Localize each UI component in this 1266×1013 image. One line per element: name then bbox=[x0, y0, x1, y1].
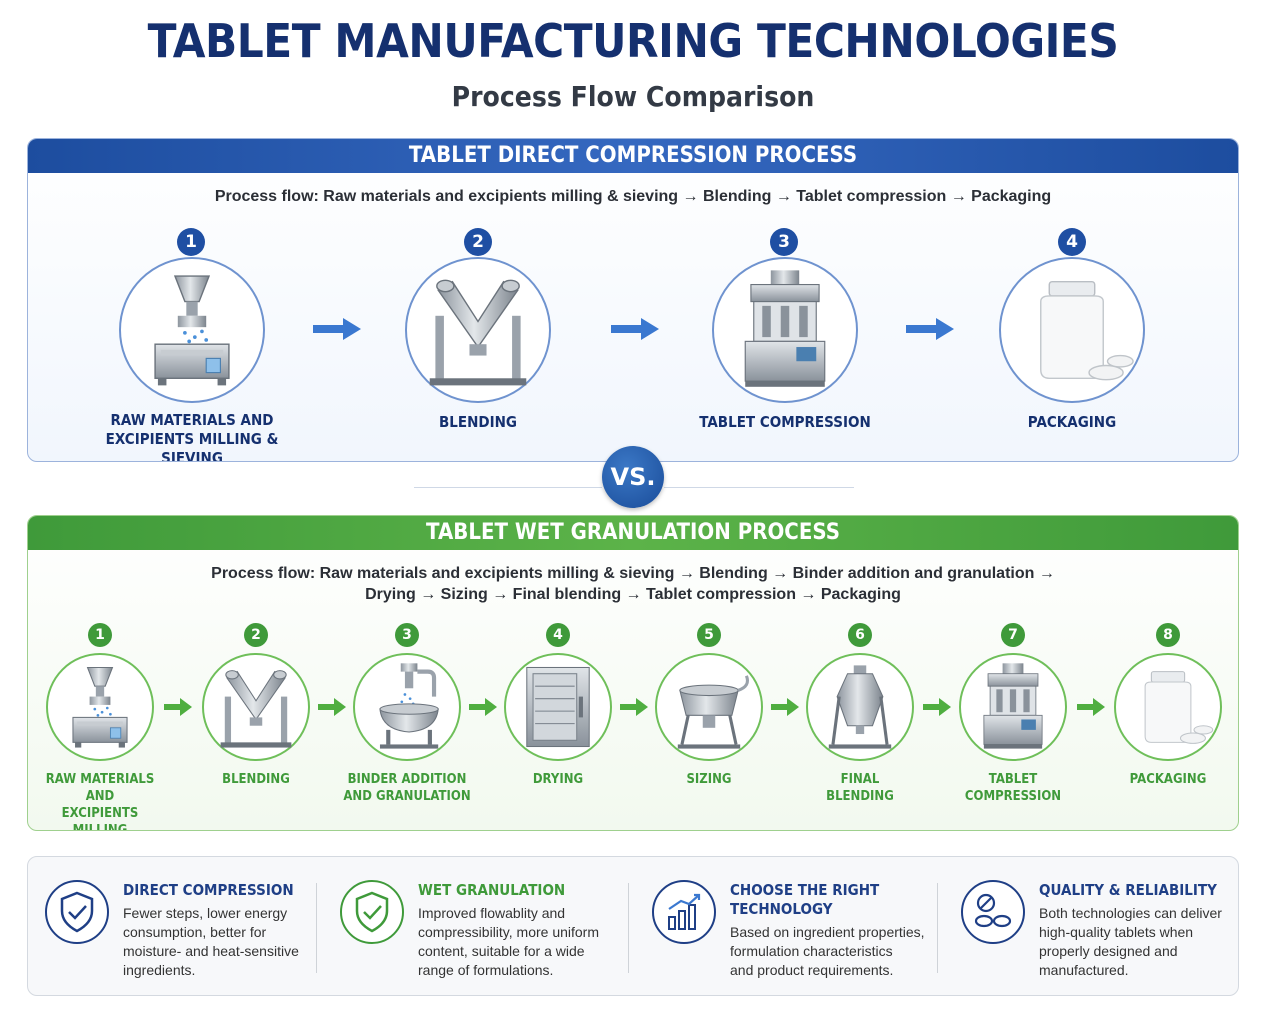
dryer-oven-icon bbox=[506, 655, 610, 759]
v-blender-icon bbox=[204, 655, 308, 759]
card-divider bbox=[316, 883, 317, 973]
dc-step-3-label: TABLET COMPRESSION bbox=[699, 413, 871, 431]
dc-arrow-1 bbox=[313, 318, 361, 340]
dc-step-4-number: 4 bbox=[1058, 228, 1086, 256]
wg-step-8-number: 8 bbox=[1156, 623, 1180, 647]
card-divider bbox=[937, 883, 938, 973]
bin-blender-icon bbox=[808, 655, 912, 759]
wg-step-4-label: DRYING bbox=[532, 772, 584, 787]
dc-step-4-label: PACKAGING bbox=[1027, 413, 1117, 431]
bottle-tablets-icon bbox=[1001, 259, 1143, 401]
card-text: Based on ingredient properties,formulati… bbox=[730, 924, 925, 978]
wg-arrow-7 bbox=[1077, 698, 1105, 716]
wg-step-7-number: 7 bbox=[1001, 623, 1025, 647]
dc-step-2-label: BLENDING bbox=[438, 413, 518, 431]
wg-step-3-number: 3 bbox=[395, 623, 419, 647]
sizing-mill-icon bbox=[657, 655, 761, 759]
direct-compression-title: TABLET DIRECT COMPRESSION PROCESS bbox=[408, 143, 858, 168]
dc-step-3-circle bbox=[712, 257, 858, 403]
wg-step-1-circle bbox=[46, 653, 154, 761]
wg-step-7-circle bbox=[959, 653, 1067, 761]
wet-granulation-title: TABLET WET GRANULATION PROCESS bbox=[425, 520, 840, 545]
wg-step-8-circle bbox=[1114, 653, 1222, 761]
card-direct-compression: DIRECT COMPRESSION Fewer steps, lower en… bbox=[28, 857, 318, 997]
dc-step-2-number: 2 bbox=[464, 228, 492, 256]
dc-step-2-circle bbox=[405, 257, 551, 403]
wg-arrow-5 bbox=[771, 698, 799, 716]
tablet-press-icon bbox=[714, 259, 856, 401]
bar-chart-icon bbox=[652, 880, 716, 944]
wg-step-5-circle bbox=[655, 653, 763, 761]
wet-flow-text: Process flow: Raw materials and excipien… bbox=[211, 565, 1055, 603]
dc-step-3-number: 3 bbox=[770, 228, 798, 256]
page-title: TABLET MANUFACTURING TECHNOLOGIES bbox=[147, 14, 1119, 68]
shield-check-icon bbox=[340, 880, 404, 944]
wg-arrow-1 bbox=[164, 698, 192, 716]
vs-divider-right bbox=[664, 487, 854, 488]
pills-icon bbox=[961, 880, 1025, 944]
card-title: WET GRANULATION bbox=[418, 881, 566, 899]
vs-divider-left bbox=[414, 487, 602, 488]
card-title: DIRECT COMPRESSION bbox=[123, 881, 294, 899]
wg-step-6-circle bbox=[806, 653, 914, 761]
wg-arrow-4 bbox=[620, 698, 648, 716]
direct-compression-panel: TABLET DIRECT COMPRESSION PROCESS Proces… bbox=[27, 138, 1239, 462]
tablet-press-icon bbox=[961, 655, 1065, 759]
dc-step-4-circle bbox=[999, 257, 1145, 403]
bottle-tablets-icon bbox=[1116, 655, 1220, 759]
card-quality-reliability: QUALITY & RELIABILITY Both technologies … bbox=[944, 857, 1234, 997]
dc-arrow-2 bbox=[611, 318, 659, 340]
wg-arrow-6 bbox=[923, 698, 951, 716]
wg-step-1-number: 1 bbox=[88, 623, 112, 647]
granulator-icon bbox=[355, 655, 459, 759]
wg-arrow-2 bbox=[318, 698, 346, 716]
direct-compression-header: TABLET DIRECT COMPRESSION PROCESS bbox=[28, 139, 1238, 173]
shield-check-icon bbox=[45, 880, 109, 944]
wg-step-4-number: 4 bbox=[546, 623, 570, 647]
v-blender-icon bbox=[407, 259, 549, 401]
card-divider bbox=[628, 883, 629, 973]
direct-flow-text: Process flow: Raw materials and excipien… bbox=[214, 188, 1052, 205]
wg-step-2-number: 2 bbox=[244, 623, 268, 647]
dc-step-1-circle bbox=[119, 257, 265, 403]
summary-panel: DIRECT COMPRESSION Fewer steps, lower en… bbox=[27, 856, 1239, 996]
vs-badge: VS. bbox=[602, 446, 664, 508]
wg-step-3-circle bbox=[353, 653, 461, 761]
dc-step-1-number: 1 bbox=[177, 228, 205, 256]
wg-step-4-circle bbox=[504, 653, 612, 761]
card-title: QUALITY & RELIABILITY bbox=[1039, 881, 1217, 899]
wg-step-8-label: PACKAGING bbox=[1129, 772, 1207, 787]
wg-step-2-label: BLENDING bbox=[222, 772, 290, 787]
wet-granulation-header: TABLET WET GRANULATION PROCESS bbox=[28, 516, 1238, 550]
mill-sieve-icon bbox=[48, 655, 152, 759]
wg-arrow-3 bbox=[469, 698, 497, 716]
wg-step-5-label: SIZING bbox=[686, 772, 732, 787]
wg-step-5-number: 5 bbox=[697, 623, 721, 647]
dc-arrow-3 bbox=[906, 318, 954, 340]
page-subtitle: Process Flow Comparison bbox=[451, 80, 815, 113]
wg-step-6-number: 6 bbox=[848, 623, 872, 647]
mill-sieve-icon bbox=[121, 259, 263, 401]
wet-granulation-panel: TABLET WET GRANULATION PROCESS Process f… bbox=[27, 515, 1239, 831]
wg-step-2-circle bbox=[202, 653, 310, 761]
